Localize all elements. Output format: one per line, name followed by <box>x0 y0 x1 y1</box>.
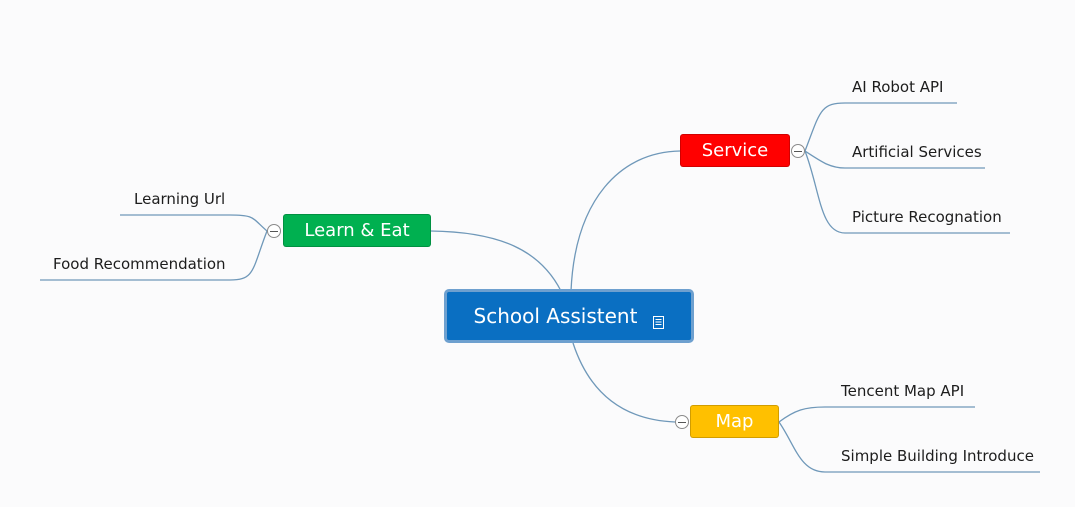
link-map-tencent <box>778 406 975 423</box>
topic-service-label: Service <box>701 140 769 161</box>
central-topic[interactable]: School Assistent <box>444 289 694 343</box>
central-topic-label: School Assistent <box>473 304 638 328</box>
link-map-building <box>778 421 1040 473</box>
topic-service[interactable]: Service <box>680 134 790 167</box>
link-learn-food <box>40 230 268 281</box>
subtopic-simple-building-introduce[interactable]: Simple Building Introduce <box>841 447 1034 465</box>
subtopic-food-recommendation[interactable]: Food Recommendation <box>53 255 226 273</box>
collapse-map-icon[interactable] <box>675 415 689 429</box>
link-central-map <box>572 342 676 423</box>
collapse-service-icon[interactable] <box>791 144 805 158</box>
topic-learn-eat-label: Learn & Eat <box>304 220 410 241</box>
link-central-service <box>570 150 681 292</box>
topic-map-label: Map <box>715 411 754 432</box>
topic-map[interactable]: Map <box>690 405 779 438</box>
link-service-ai <box>804 102 957 152</box>
subtopic-artificial-services[interactable]: Artificial Services <box>852 143 982 161</box>
link-service-artificial <box>804 150 985 169</box>
link-learn-url <box>120 214 268 232</box>
subtopic-picture-recognation[interactable]: Picture Recognation <box>852 208 1002 226</box>
collapse-learn-icon[interactable] <box>267 224 281 238</box>
link-central-learn <box>430 230 562 292</box>
note-icon[interactable] <box>653 310 665 329</box>
link-service-picture <box>804 150 1010 234</box>
subtopic-tencent-map-api[interactable]: Tencent Map API <box>841 382 965 400</box>
subtopic-ai-robot-api[interactable]: AI Robot API <box>852 78 944 96</box>
topic-learn-eat[interactable]: Learn & Eat <box>283 214 431 247</box>
subtopic-learning-url[interactable]: Learning Url <box>134 190 226 208</box>
